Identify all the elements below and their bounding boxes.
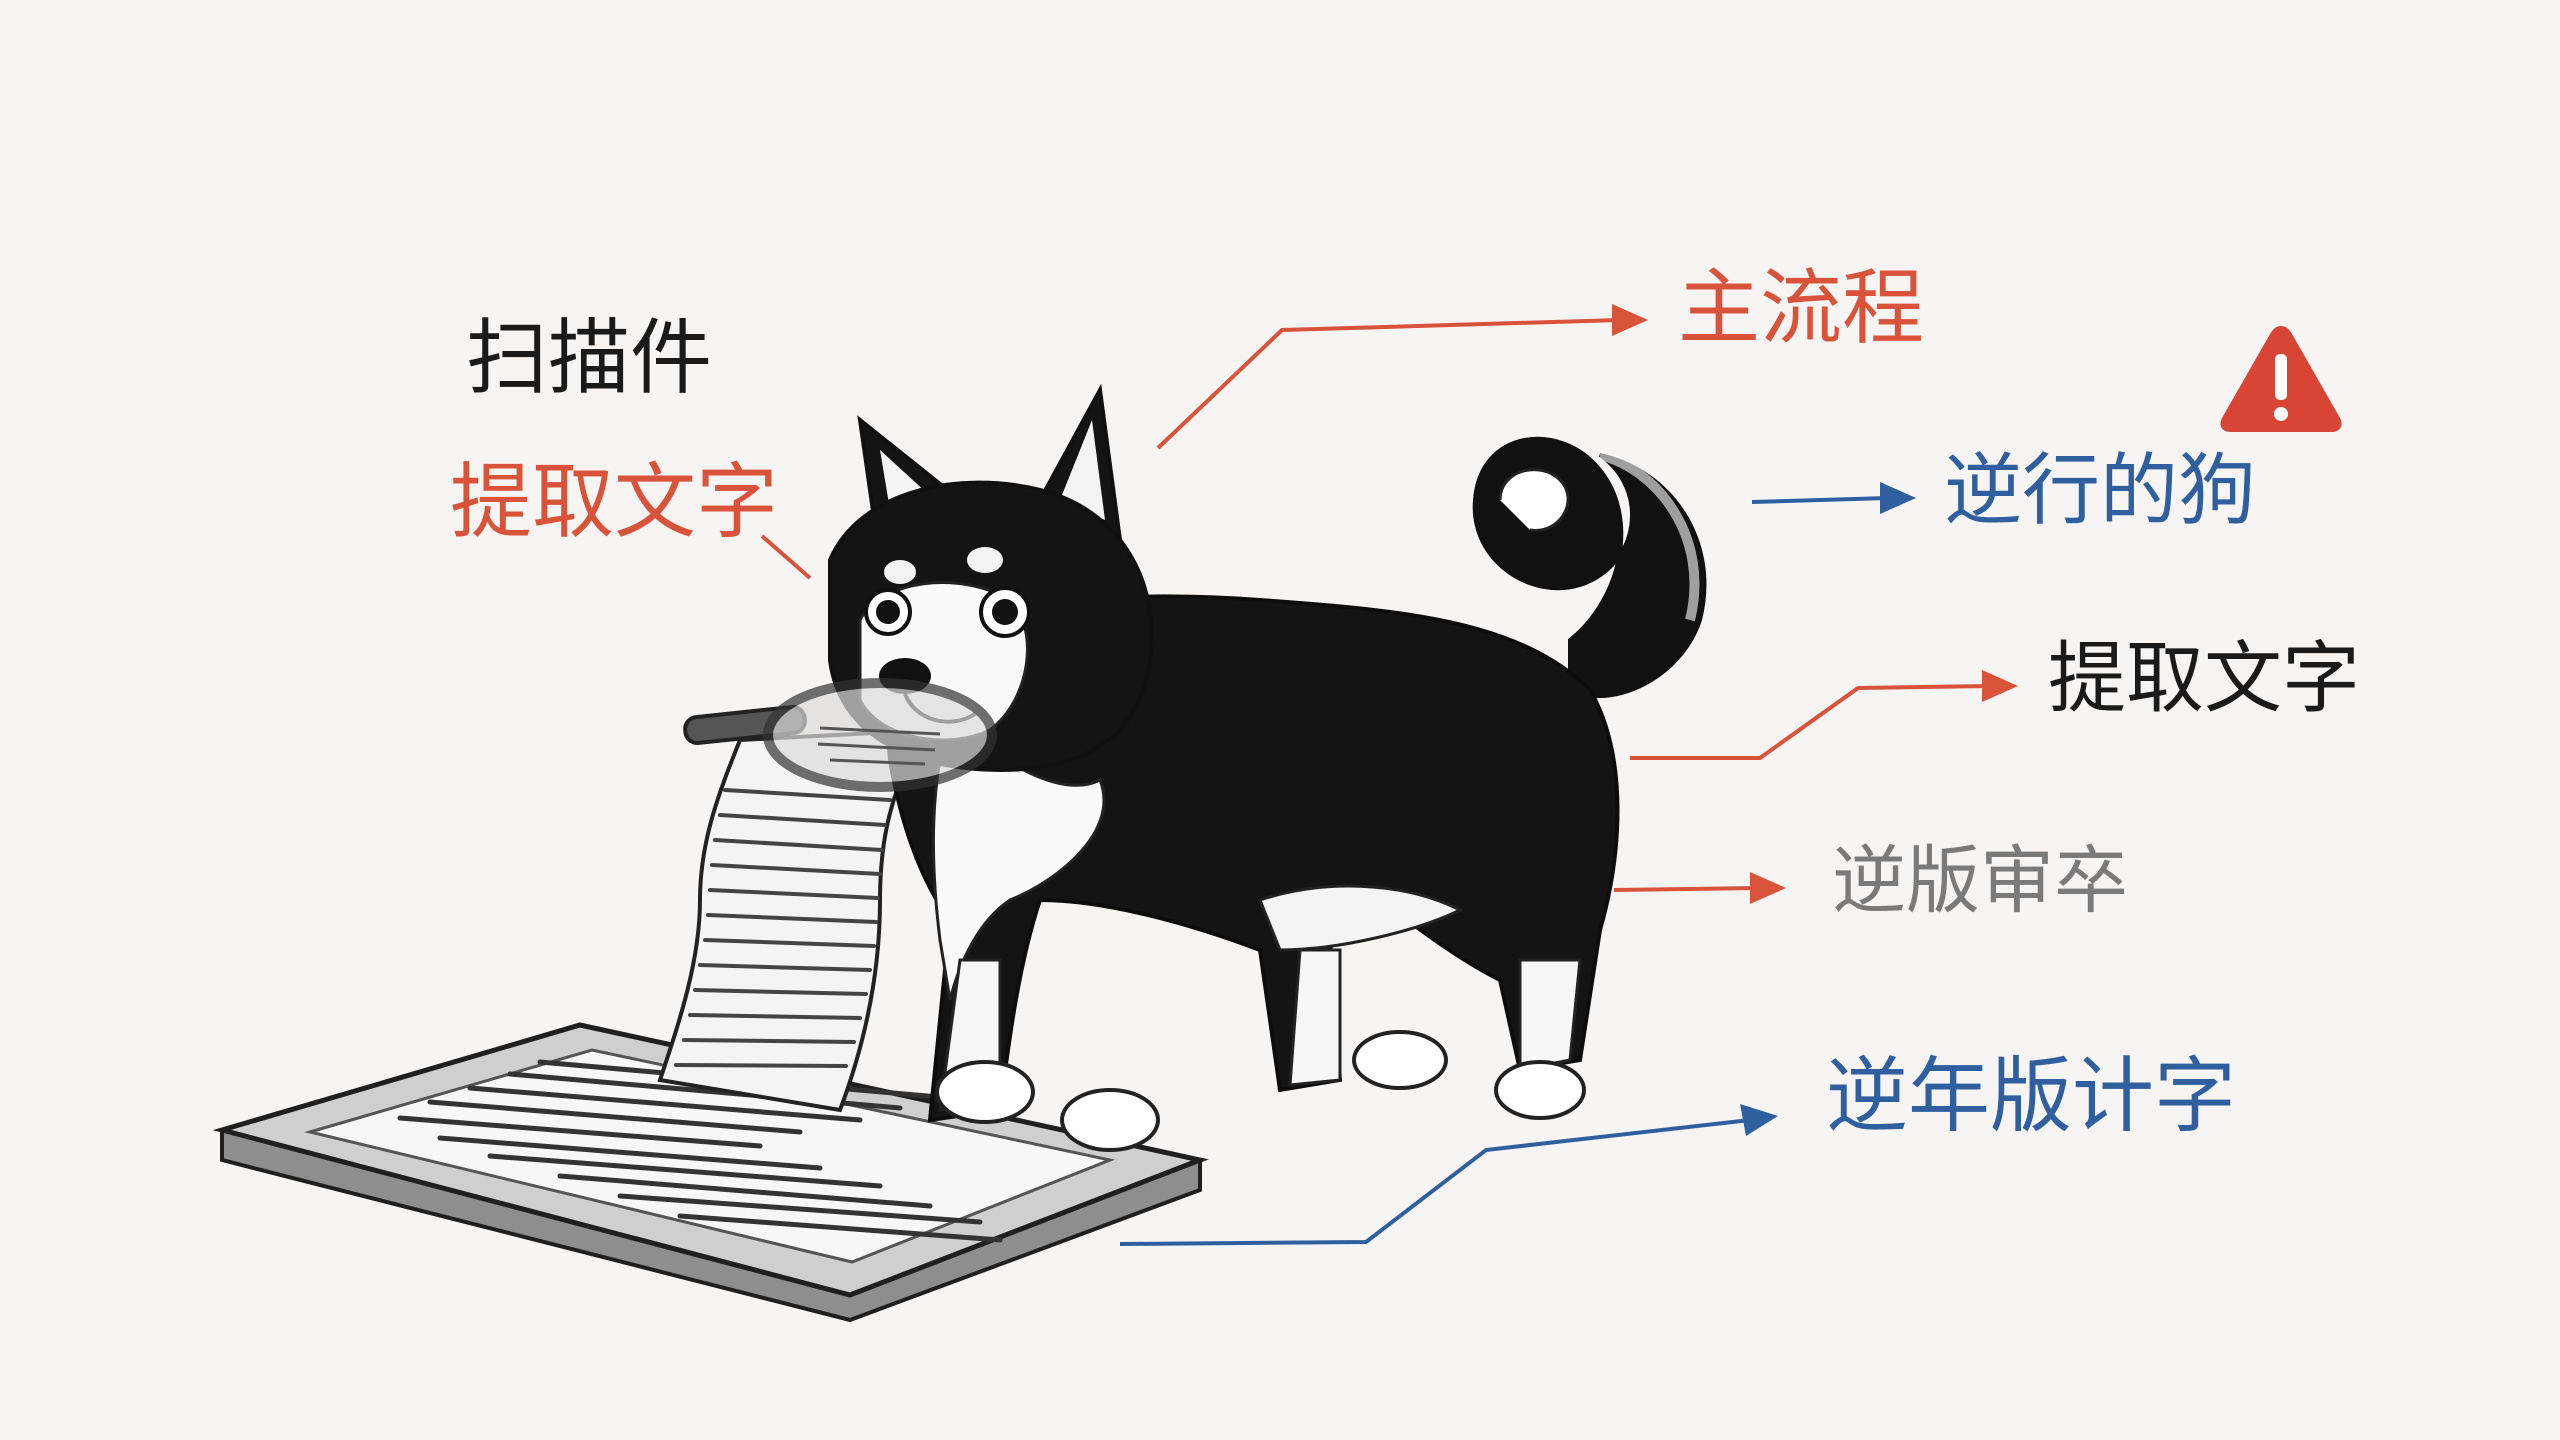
magnifying-glass (683, 678, 997, 792)
year-version-label: 逆年版计字 (1826, 1049, 2237, 1144)
reverse-dog-arrowhead (1880, 482, 1916, 514)
paper-scroll (657, 727, 935, 1113)
main-flow-connector (1156, 318, 1621, 450)
main-flow-arrowhead (1612, 304, 1648, 336)
extract-text-right-label: 提取文字 (2048, 634, 2361, 724)
scan-label: 扫描件 (466, 311, 713, 406)
dog-paws (935, 1030, 1586, 1152)
year-version-connector (1119, 1118, 1751, 1246)
warning-triangle-icon (2220, 326, 2342, 432)
dog-tail (1472, 436, 1707, 699)
main-flow-label: 主流程 (1678, 261, 1925, 356)
reverse-dog-label: 逆行的狗 (1944, 446, 2257, 536)
extract-left-leader (760, 534, 812, 580)
review-label: 逆版审卒 (1832, 838, 2128, 924)
review-connector (1613, 886, 1759, 892)
reverse-dog-connector (1751, 496, 1889, 504)
extract-text-left-label: 提取文字 (450, 455, 779, 550)
extract-right-connector (1630, 684, 1991, 760)
review-arrowhead (1750, 872, 1786, 904)
extract-right-arrowhead (1982, 670, 2018, 702)
year-version-arrowhead (1740, 1104, 1778, 1136)
